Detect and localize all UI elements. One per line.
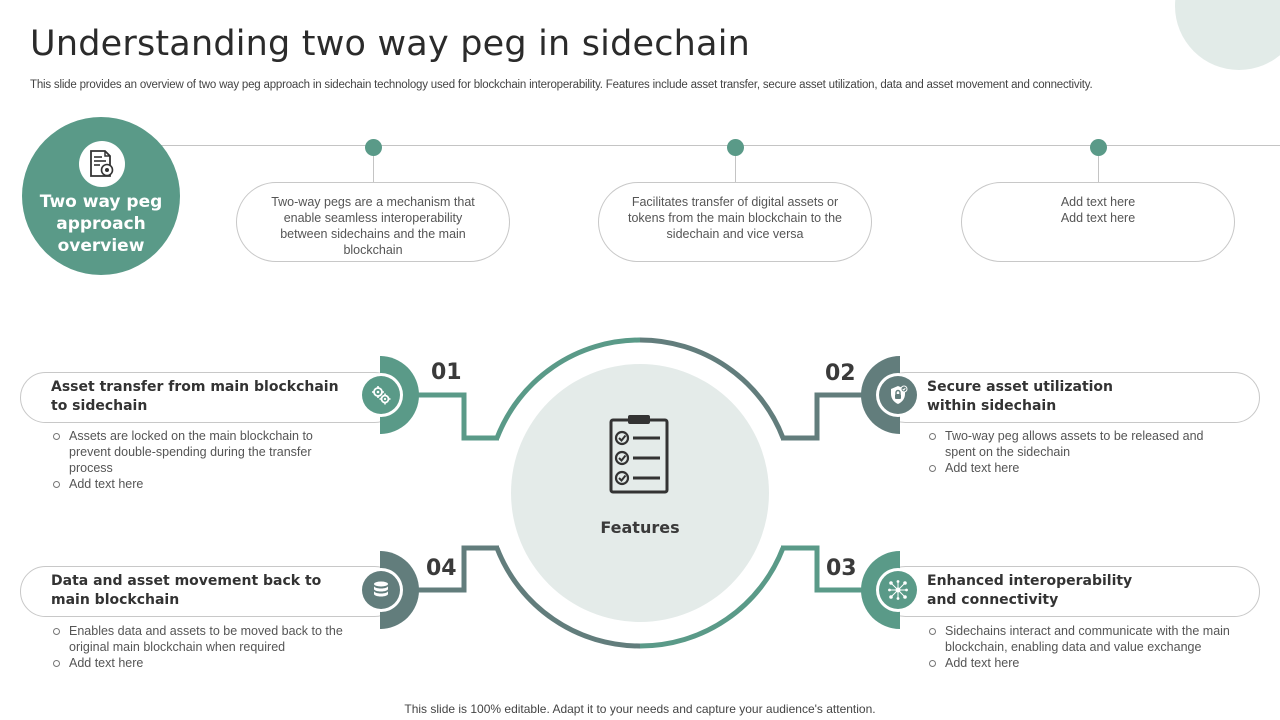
document-gear-icon (79, 141, 125, 187)
timeline-dot (727, 139, 744, 156)
connector-01 (418, 392, 499, 441)
page-title: Understanding two way peg in sidechain (30, 24, 751, 64)
feature-number-01: 01 (431, 360, 462, 385)
bullet-item: Add text here (51, 655, 366, 671)
timeline-card: Facilitates transfer of digital assets o… (598, 182, 872, 262)
timeline-card-line: blockchain (343, 243, 403, 257)
timeline-card-line: Add text here (1060, 211, 1136, 225)
connector-03 (781, 545, 862, 593)
feature-title-line: Data and asset movement back to (51, 573, 322, 589)
timeline-connector (735, 156, 736, 182)
feature-title-line: Enhanced interoperability (927, 573, 1133, 589)
feature-title: Data and asset movement back to main blo… (51, 572, 321, 610)
feature-title-line: to sidechain (51, 398, 148, 414)
timeline-line (150, 145, 1280, 146)
feature-card-interoperability (880, 566, 1260, 617)
bullet-item: Assets are locked on the main blockchain… (51, 428, 331, 476)
feature-title: Asset transfer from main blockchain to s… (51, 378, 339, 416)
feature-number-04: 04 (426, 556, 457, 581)
connector-02 (781, 392, 862, 441)
bullet-item: Add text here (927, 460, 1237, 476)
feature-number-02: 02 (825, 361, 856, 386)
feature-card-asset-transfer (20, 372, 400, 423)
bullet-item: Two-way peg allows assets to be released… (927, 428, 1237, 460)
ring-arc-bottom-left (494, 547, 641, 649)
timeline-card-line: tokens from the main blockchain to the (627, 211, 842, 225)
feature-title: Secure asset utilization within sidechai… (927, 378, 1113, 416)
overview-circle: Two way peg approach overview (22, 117, 180, 275)
bullet-item: Add text here (927, 655, 1257, 671)
feature-card-data-movement (20, 566, 400, 617)
feature-bullets: Assets are locked on the main blockchain… (51, 428, 331, 492)
feature-title-line: Asset transfer from main blockchain (51, 379, 339, 395)
feature-title-line: Secure asset utilization (927, 379, 1114, 395)
timeline-card-line: Two-way pegs are a mechanism that (271, 195, 475, 209)
timeline-card-line: Facilitates transfer of digital assets o… (631, 195, 839, 209)
bullet-item: Add text here (51, 476, 331, 492)
timeline-dot (1090, 139, 1107, 156)
timeline-card: Add text here Add text here (961, 182, 1235, 262)
bullet-item: Sidechains interact and communicate with… (927, 623, 1257, 655)
footer-note: This slide is 100% editable. Adapt it to… (404, 702, 876, 716)
timeline-card: Two-way pegs are a mechanism that enable… (236, 182, 510, 262)
ring-arc-top-left (494, 337, 641, 439)
feature-card-secure-asset (880, 372, 1260, 423)
ring-arc-bottom-right (639, 547, 786, 649)
page-subtitle: This slide provides an overview of two w… (30, 79, 1093, 91)
overview-label: Two way peg approach overview (39, 192, 163, 256)
bullet-item: Enables data and assets to be moved back… (51, 623, 366, 655)
timeline-connector (1098, 156, 1099, 182)
feature-number-03: 03 (826, 556, 857, 581)
network-icon (879, 571, 917, 609)
feature-title-line: main blockchain (51, 592, 180, 608)
timeline-card-line: sidechain and vice versa (666, 227, 804, 241)
ring-arc-top-right (639, 337, 786, 439)
gears-icon (362, 376, 400, 414)
database-icon (362, 571, 400, 609)
timeline-dot (365, 139, 382, 156)
timeline-card-line: between sidechains and the main (280, 227, 466, 241)
feature-title-line: within sidechain (927, 398, 1057, 414)
shield-lock-icon (879, 376, 917, 414)
clipboard-checklist-icon (609, 415, 669, 494)
timeline-card-line: enable seamless interoperability (283, 211, 463, 225)
connector-04 (418, 545, 499, 593)
features-hub: Features (511, 364, 769, 622)
feature-bullets: Enables data and assets to be moved back… (51, 623, 366, 671)
timeline-card-line: Add text here (1060, 195, 1136, 209)
timeline-connector (373, 156, 374, 182)
features-label: Features (600, 518, 680, 537)
feature-title-line: and connectivity (927, 592, 1059, 608)
feature-bullets: Sidechains interact and communicate with… (927, 623, 1257, 671)
feature-title: Enhanced interoperability and connectivi… (927, 572, 1132, 610)
feature-bullets: Two-way peg allows assets to be released… (927, 428, 1237, 476)
